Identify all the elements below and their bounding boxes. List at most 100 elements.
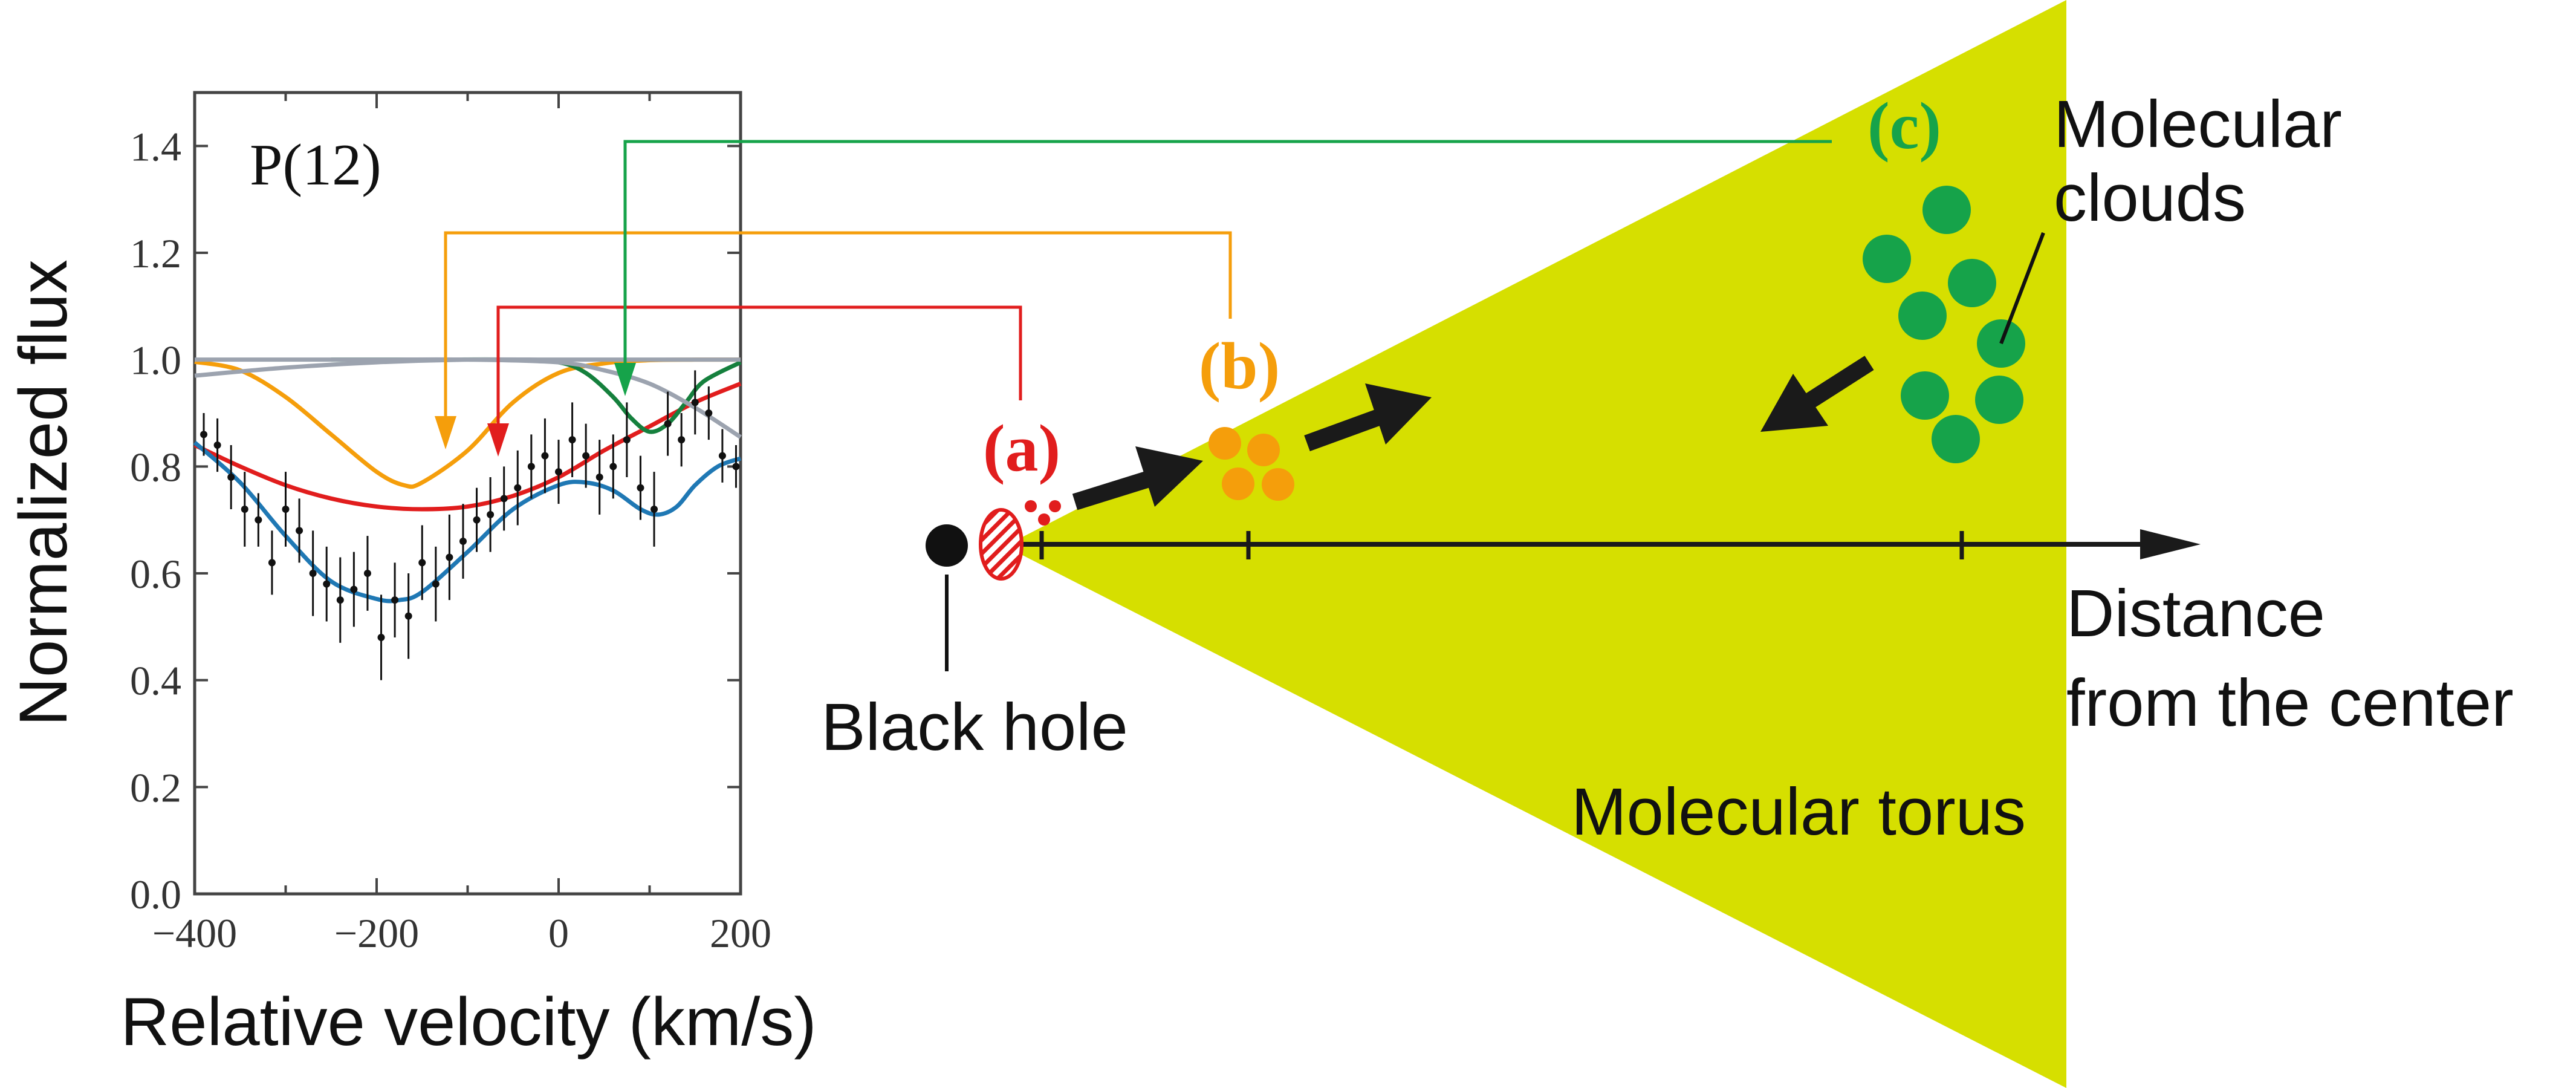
data-point — [568, 436, 576, 444]
x-tick-label: 200 — [710, 910, 771, 956]
cloud-a-2 — [1049, 500, 1061, 512]
data-point — [309, 570, 317, 577]
y-axis-ticks: 0.0 0.2 0.4 0.6 0.8 1.0 1.2 1.4 — [130, 123, 741, 917]
data-point — [487, 510, 495, 518]
data-point — [650, 506, 658, 513]
x-tick-label: 0 — [548, 910, 569, 956]
y-tick-label: 0.0 — [130, 871, 181, 917]
torus-diagram: (a) (b) (c) Molecular clouds Distance fr… — [435, 0, 2514, 1088]
data-point — [637, 484, 644, 492]
cloud-c-2 — [1863, 235, 1911, 283]
distance-label-line2: from the center — [2066, 666, 2514, 740]
data-point — [500, 495, 508, 503]
data-point — [473, 516, 481, 524]
data-point — [691, 399, 699, 406]
data-point — [391, 596, 399, 604]
accretion-region-hatched — [979, 508, 1024, 581]
data-point — [213, 441, 221, 449]
cloud-b-1 — [1209, 427, 1241, 460]
spectrum-panel: 0.0 0.2 0.4 0.6 0.8 1.0 1.2 1.4 −400 −200 0 200 P(… — [5, 91, 817, 1060]
y-tick-label: 0.6 — [130, 551, 181, 597]
cloud-c-8 — [1932, 415, 1980, 463]
series-curve-1 — [193, 382, 742, 512]
data-point — [527, 463, 535, 471]
data-point — [609, 463, 617, 471]
data-point — [363, 570, 371, 577]
molecular-torus-label: Molecular torus — [1571, 775, 2026, 849]
cloud-b-3 — [1222, 467, 1254, 500]
distance-label-line1: Distance — [2066, 576, 2325, 651]
data-point — [282, 506, 290, 513]
x-tick-label: −400 — [152, 910, 237, 956]
y-tick-label: 1.2 — [130, 230, 181, 276]
x-axis-label: Relative velocity (km/s) — [120, 984, 816, 1060]
panel-label: P(12) — [250, 132, 381, 198]
cloud-c-4 — [1898, 292, 1947, 340]
series-curve-4 — [194, 357, 741, 378]
data-point — [418, 559, 426, 567]
inflow-arrow — [1760, 356, 1874, 432]
label-a: (a) — [983, 411, 1060, 485]
black-hole-label: Black hole — [821, 690, 1128, 764]
data-point — [582, 452, 590, 460]
cloud-b-2 — [1247, 434, 1280, 466]
molecular-clouds-label-line2: clouds — [2054, 161, 2246, 235]
outflow-arrow-2 — [1304, 383, 1432, 452]
y-tick-label: 1.0 — [130, 337, 181, 383]
cloud-a-1 — [1025, 500, 1037, 512]
data-point — [705, 409, 713, 417]
outflow-arrow-1 — [1072, 446, 1203, 510]
y-tick-label: 0.2 — [130, 764, 181, 810]
data-point — [595, 474, 603, 481]
connector-a — [496, 305, 1022, 435]
y-tick-label: 0.4 — [130, 658, 181, 704]
data-point — [732, 463, 740, 471]
data-point — [241, 506, 248, 513]
connector-b — [444, 231, 1232, 428]
cloud-c-6 — [1901, 371, 1949, 420]
data-point — [200, 431, 208, 438]
cloud-c-1 — [1922, 186, 1971, 234]
data-point — [227, 474, 235, 481]
connector-c — [623, 140, 1832, 375]
series-curve-5 — [193, 440, 742, 604]
data-point — [664, 420, 672, 428]
data-point — [432, 580, 440, 588]
data-point — [718, 452, 726, 460]
data-point — [268, 559, 276, 567]
molecular-clouds-pointer — [1999, 232, 2045, 345]
fit-curves — [193, 357, 742, 604]
data-point — [296, 527, 303, 535]
molecular-clouds-label-line1: Molecular — [2054, 87, 2342, 161]
data-point — [623, 436, 631, 444]
black-hole-marker — [926, 524, 968, 567]
cloud-a-3 — [1038, 513, 1050, 526]
cloud-c-7 — [1975, 376, 2023, 424]
y-axis-label: Normalized flux — [5, 259, 81, 726]
x-axis-ticks: −400 −200 0 200 — [152, 93, 771, 956]
data-point — [514, 484, 522, 492]
plot-frame — [193, 91, 742, 896]
data-point — [255, 516, 262, 524]
y-tick-label: 1.4 — [130, 123, 181, 169]
distance-axis-arrowhead — [2140, 529, 2201, 559]
label-c: (c) — [1867, 89, 1941, 163]
connector-a-arrowhead — [487, 423, 509, 457]
data-point — [323, 580, 331, 588]
data-point — [459, 538, 467, 545]
label-b: (b) — [1199, 329, 1280, 403]
connector-b-arrowhead — [435, 416, 456, 449]
series-curve-3 — [194, 357, 742, 439]
x-tick-label: −200 — [334, 910, 419, 956]
data-point — [336, 596, 344, 604]
y-tick-label: 0.8 — [130, 444, 181, 490]
connector-c-arrowhead — [614, 363, 636, 396]
data-point — [350, 585, 358, 593]
series-curve-2 — [331, 357, 742, 434]
data-point — [404, 612, 412, 620]
cloud-b-4 — [1262, 468, 1294, 501]
data-point — [541, 452, 549, 460]
data-point — [377, 634, 385, 641]
data-point — [555, 468, 562, 476]
